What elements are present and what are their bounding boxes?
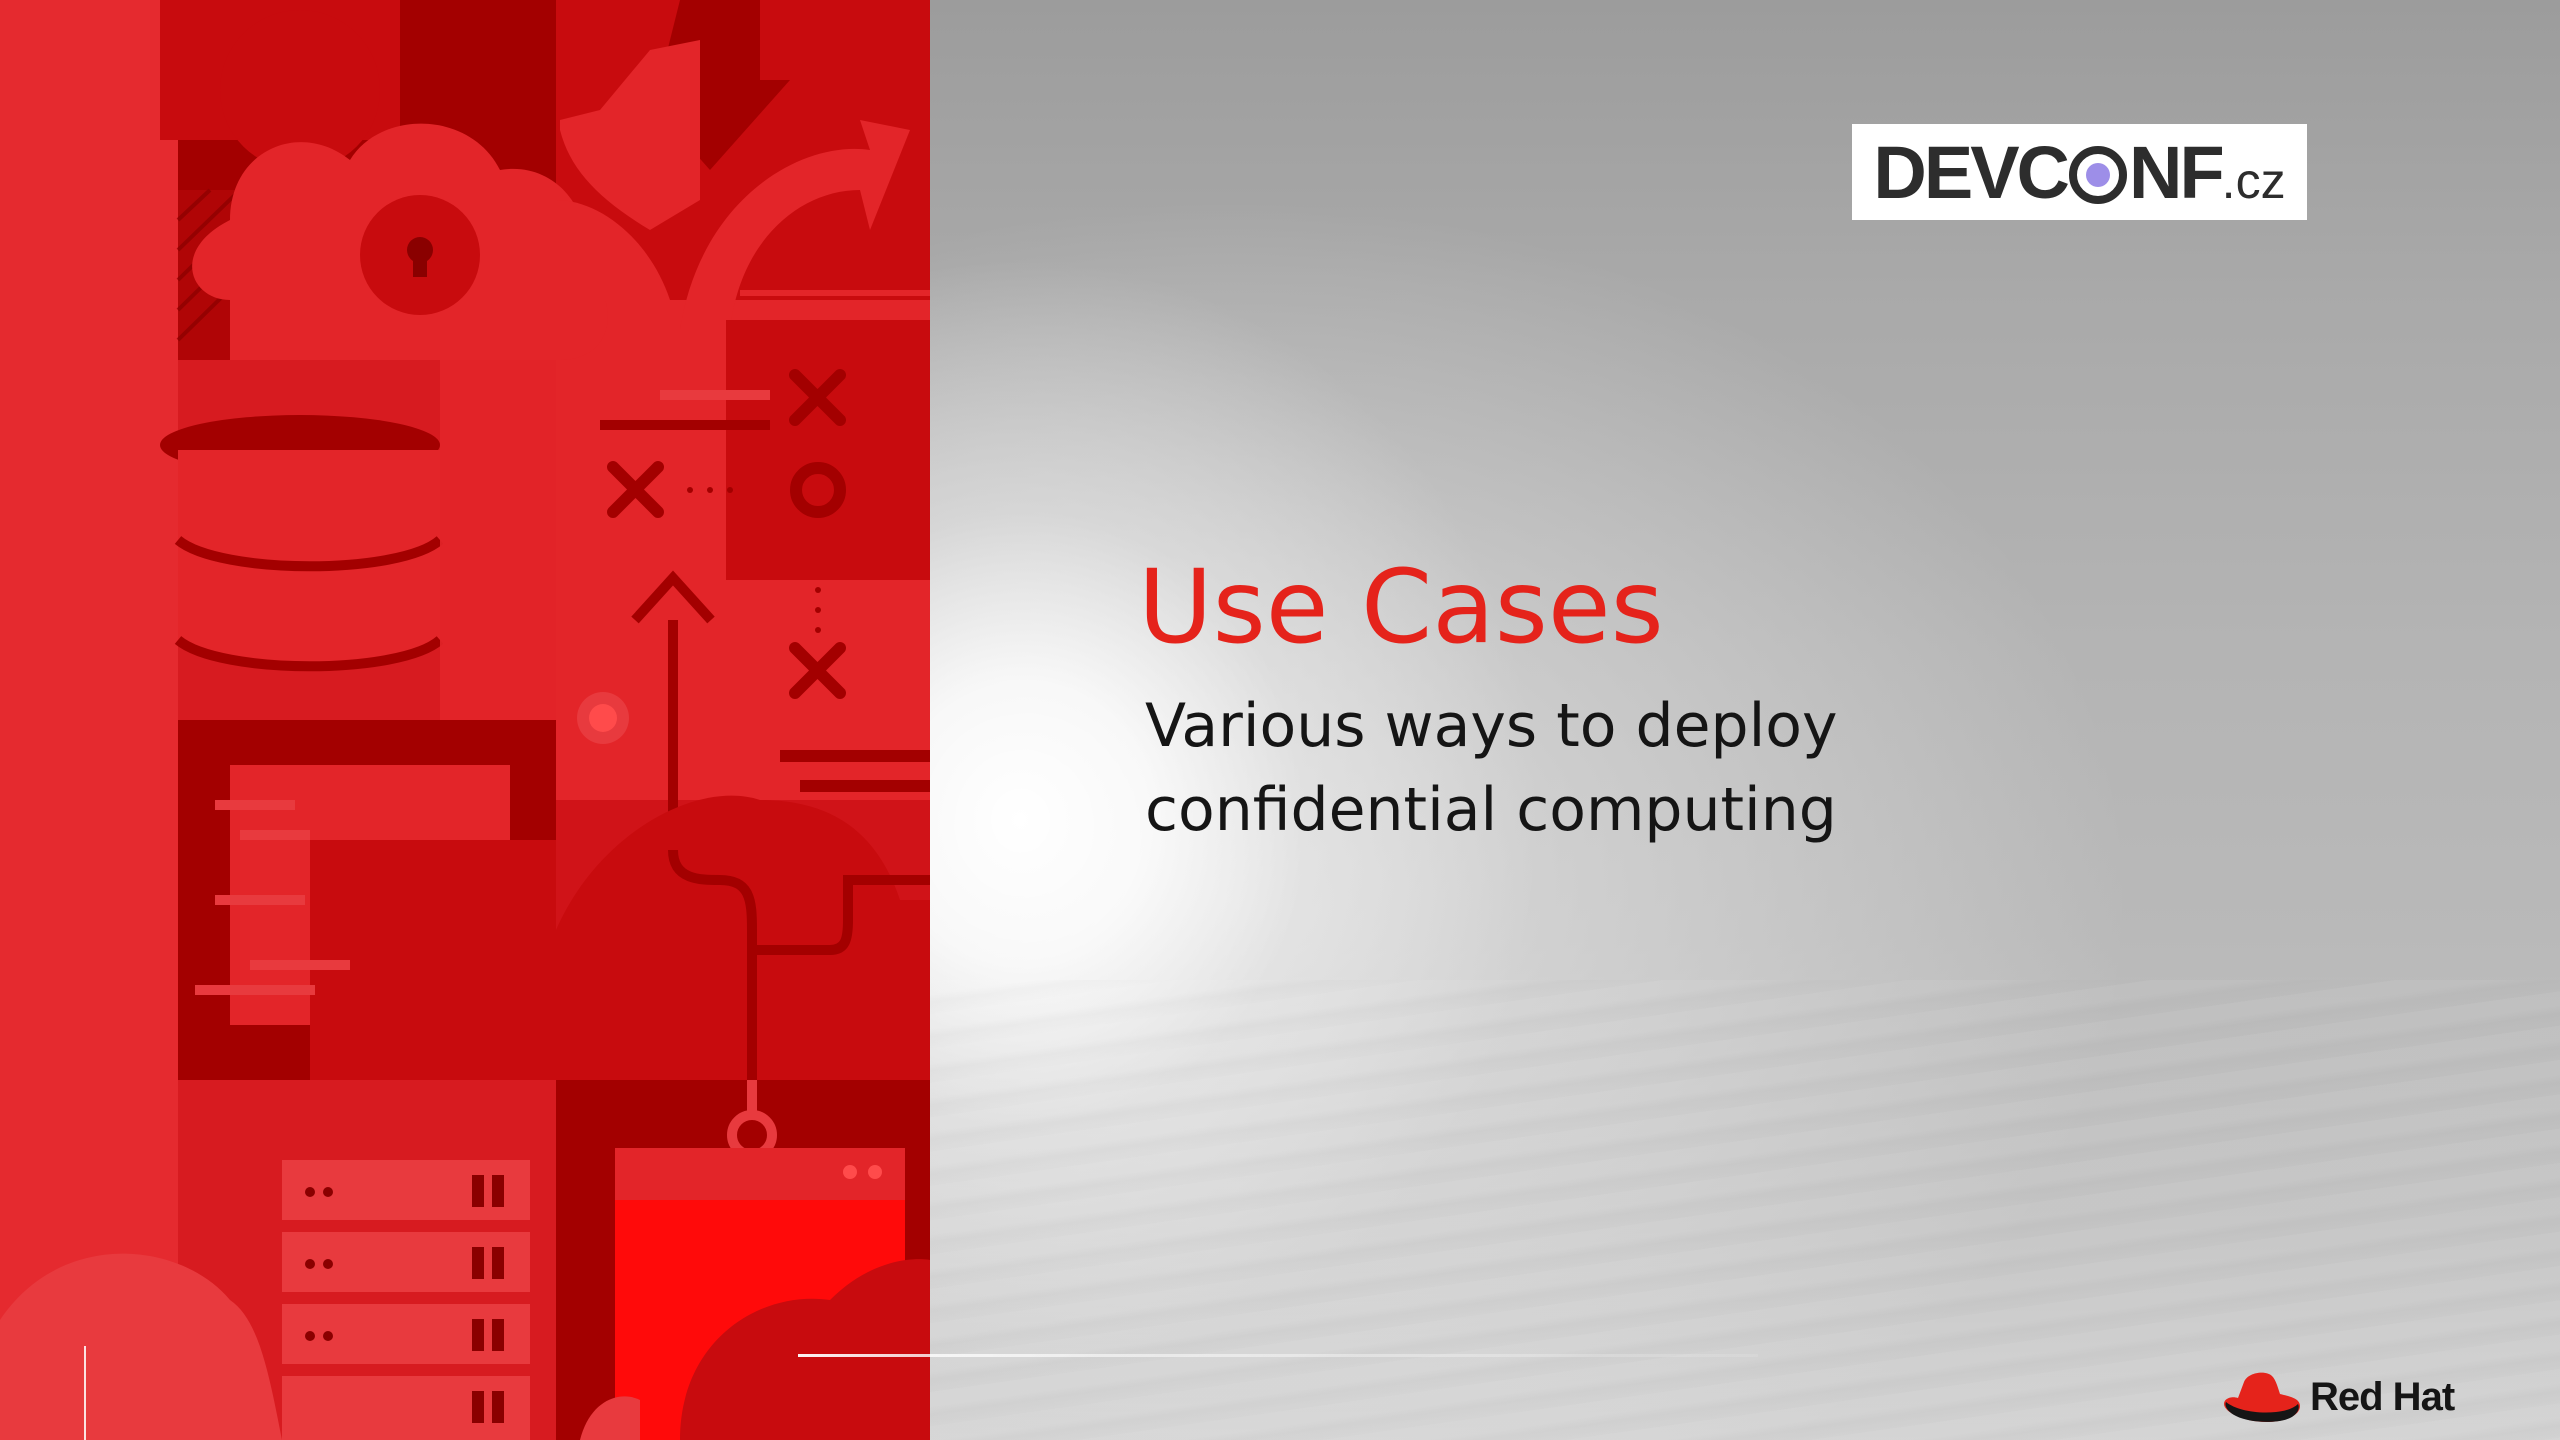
slide-title: Use Cases (1138, 548, 1664, 667)
devconf-logo-text-2: NF (2129, 130, 2225, 214)
database-icon (160, 360, 556, 720)
devconf-logo-o-icon (2069, 145, 2128, 204)
subtitle-line-2: confidential computing (1145, 775, 1837, 845)
sky-background (930, 0, 2560, 1440)
redhat-logo-text: Red Hat (2310, 1374, 2455, 1419)
cloud-haze (930, 980, 2560, 1440)
devconf-logo-suffix: .cz (2221, 152, 2286, 209)
bottom-divider (798, 1354, 1758, 1357)
red-hat-fedora-icon (2224, 1372, 2300, 1422)
redhat-logo: Red Hat (2222, 1368, 2455, 1426)
arrows-icon (556, 0, 930, 850)
devconf-logo: DEVC NF .cz (1852, 124, 2307, 220)
left-edge-tick (84, 1346, 86, 1440)
red-illustration-panel (0, 0, 930, 1440)
devconf-logo-text-1: DEVC (1873, 130, 2070, 214)
server-rack-icon (282, 1160, 530, 1440)
slide-subtitle: Various ways to deploy confidential comp… (1145, 684, 1905, 852)
subtitle-line-1: Various ways to deploy (1145, 691, 1838, 761)
cloud-lock-icon (160, 0, 608, 360)
